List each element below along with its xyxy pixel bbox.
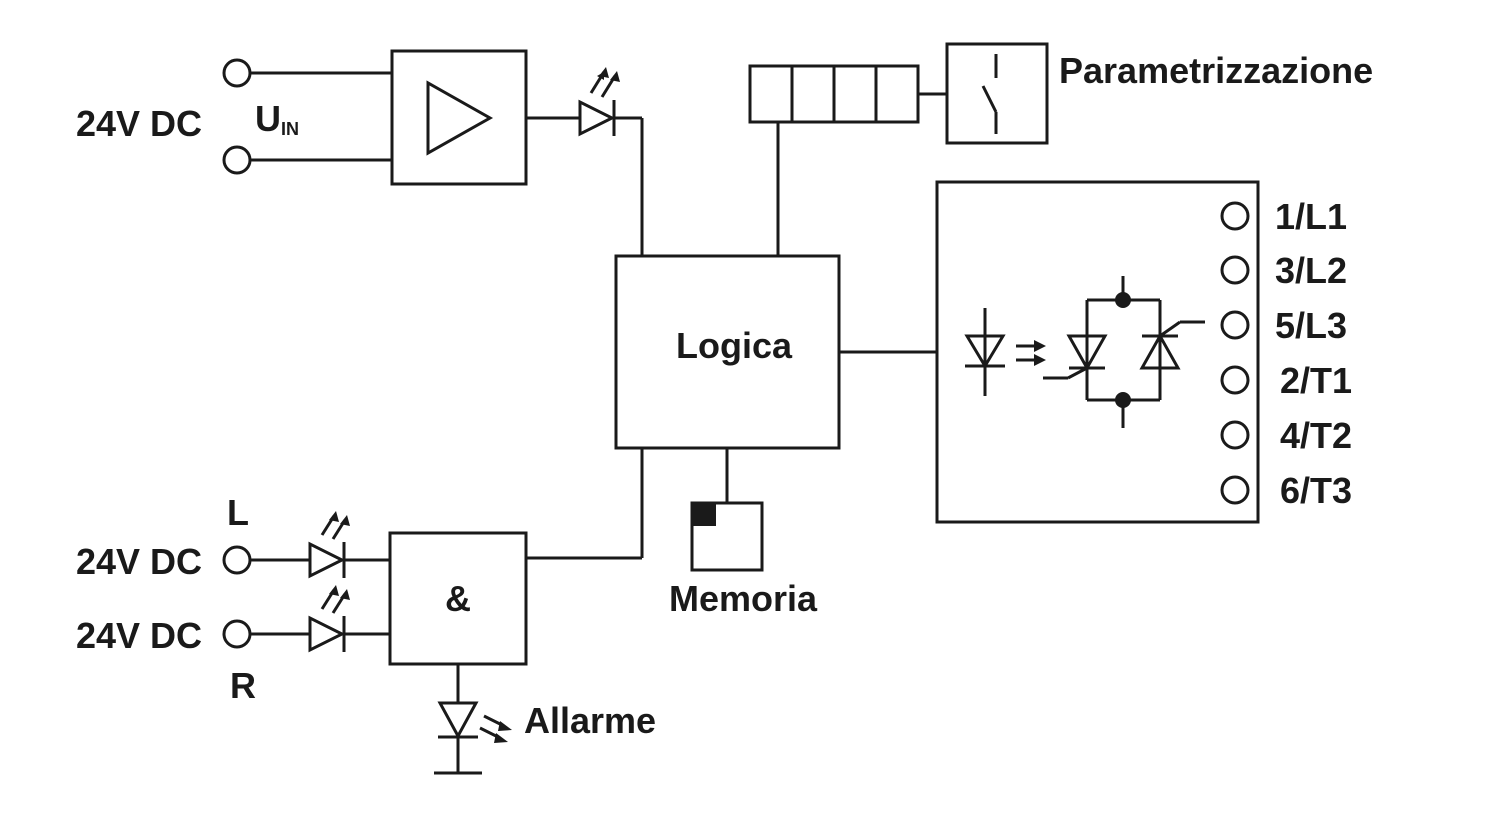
power-section [935, 180, 1260, 524]
terminal-label: 2/T1 [1280, 360, 1352, 401]
control-terminal-right [222, 619, 252, 649]
control-left-label: L [227, 492, 249, 533]
memory-label: Memoria [669, 578, 818, 619]
terminal-1-l1 [1220, 201, 1250, 231]
alarm-label: Allarme [524, 700, 656, 741]
input-led-icon [578, 67, 620, 137]
parameter-dip-switch [748, 64, 920, 124]
control-led-left-icon [308, 511, 350, 579]
terminal-label: 6/T3 [1280, 470, 1352, 511]
terminal-label: 3/L2 [1275, 250, 1347, 291]
amplifier-block [390, 49, 528, 186]
and-gate-block: & [388, 531, 528, 666]
terminal-5-l3 [1220, 310, 1250, 340]
parameter-switch-block [945, 42, 1049, 145]
terminal-labels: 1/L1 3/L2 5/L3 2/T1 4/T2 6/T3 [1275, 196, 1352, 511]
control-right-label: R [230, 665, 256, 706]
logic-label: Logica [676, 325, 793, 366]
parametrization-label: Parametrizzazione [1059, 50, 1373, 91]
amplifier-triangle-icon [426, 80, 494, 156]
supply-voltage-label: 24V DC [76, 103, 202, 144]
control-voltage-right-label: 24V DC [76, 615, 202, 656]
terminal-label: 5/L3 [1275, 305, 1347, 346]
alarm-led-icon [437, 701, 512, 743]
control-led-right-icon [308, 585, 350, 653]
uin-label: UIN [255, 98, 299, 139]
terminal-4-t2 [1220, 420, 1250, 450]
control-voltage-left-label: 24V DC [76, 541, 202, 582]
terminal-label: 4/T2 [1280, 415, 1352, 456]
terminal-2-t1 [1220, 365, 1250, 395]
control-terminal-left [222, 545, 252, 575]
and-gate-label: & [445, 578, 471, 619]
terminal-6-t3 [1220, 475, 1250, 505]
terminal-3-l2 [1220, 255, 1250, 285]
terminal-label: 1/L1 [1275, 196, 1347, 237]
memory-block: Memoria [669, 501, 818, 619]
memory-chip-icon [692, 503, 716, 526]
supply-terminal-plus [222, 58, 252, 88]
power-terminals [1220, 201, 1250, 505]
thyristor-pair-icon [1043, 276, 1205, 428]
supply-input: 24V DC UIN [76, 58, 392, 175]
supply-terminal-minus [222, 145, 252, 175]
logic-block: Logica [614, 254, 841, 450]
switch-contact-icon [981, 54, 998, 134]
opto-led-icon [964, 308, 1046, 396]
